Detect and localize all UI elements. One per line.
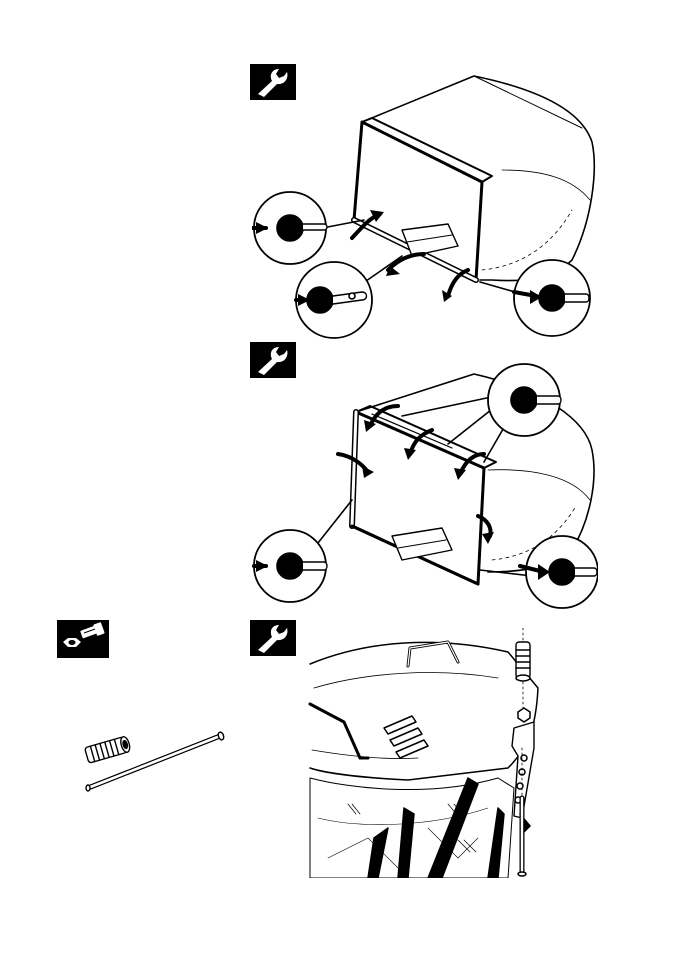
wrench-icon (250, 620, 296, 656)
handle-rod-and-grip-installation (308, 628, 548, 878)
grass-catcher-frame-clip-attachment (252, 70, 598, 340)
long-rod (86, 731, 225, 791)
grip (85, 736, 132, 764)
parts-grip-and-rod (80, 726, 230, 796)
nut-and-bolt-icon (57, 620, 109, 658)
grass-catcher-top-clip-attachment (252, 350, 598, 612)
